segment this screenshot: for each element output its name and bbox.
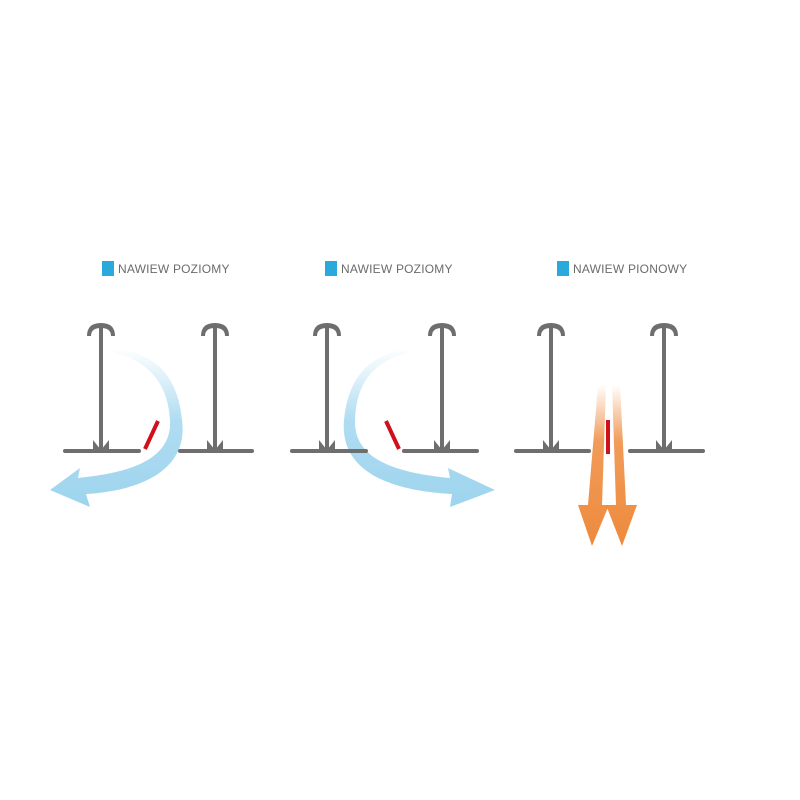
legend-swatch bbox=[325, 261, 337, 276]
cold-air-arrow bbox=[50, 348, 183, 507]
legend-panel-3: NAWIEW PIONOWY bbox=[557, 261, 687, 276]
damper bbox=[384, 420, 401, 450]
post bbox=[650, 323, 678, 450]
legend-label: NAWIEW POZIOMY bbox=[118, 261, 230, 276]
ceiling-segment bbox=[514, 449, 591, 453]
post bbox=[201, 323, 229, 450]
legend-panel-2: NAWIEW POZIOMY bbox=[325, 261, 453, 276]
ceiling-segment bbox=[63, 449, 141, 453]
ceiling-segment bbox=[402, 449, 479, 453]
legend-label: NAWIEW POZIOMY bbox=[341, 261, 453, 276]
ceiling-segment bbox=[628, 449, 705, 453]
post bbox=[537, 323, 565, 450]
panel-2-diagram bbox=[290, 323, 495, 507]
post bbox=[428, 323, 456, 450]
legend-panel-1: NAWIEW POZIOMY bbox=[102, 261, 230, 276]
warm-air-arrow bbox=[606, 385, 637, 546]
cold-air-arrow bbox=[343, 348, 495, 507]
ceiling-segment bbox=[178, 449, 254, 453]
damper bbox=[143, 420, 160, 450]
legend-swatch bbox=[102, 261, 114, 276]
warm-air-arrow bbox=[578, 385, 609, 546]
legend-label: NAWIEW PIONOWY bbox=[573, 261, 688, 276]
panel-3-diagram bbox=[514, 323, 705, 546]
legend-swatch bbox=[557, 261, 569, 276]
post bbox=[87, 323, 115, 450]
ceiling-segment bbox=[290, 449, 368, 453]
damper bbox=[606, 420, 610, 454]
panel-1-diagram bbox=[50, 323, 254, 507]
post bbox=[313, 323, 341, 450]
